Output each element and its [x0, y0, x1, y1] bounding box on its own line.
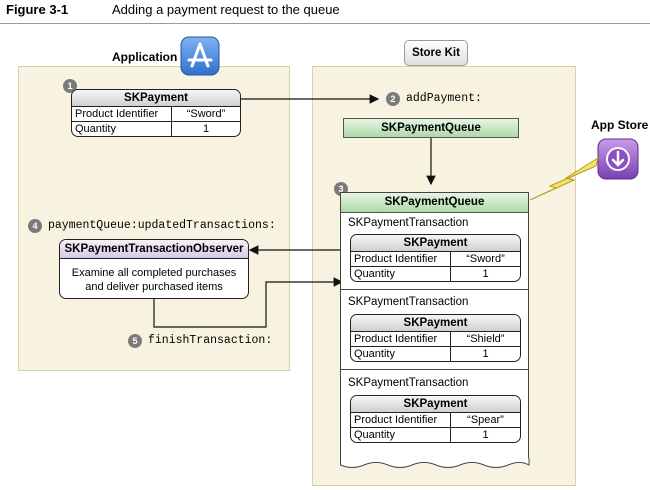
row-value: “Sword” — [186, 108, 226, 120]
figure-label: Figure 3-1 — [6, 2, 69, 17]
row-key: Product Identifier — [72, 107, 172, 121]
row-value: “Shield” — [466, 333, 505, 345]
skpayment-title: SKPayment — [72, 90, 240, 107]
row-value: “Sword” — [466, 253, 505, 265]
row-key: Quantity — [72, 122, 172, 136]
step-badge-5: 5 — [128, 334, 142, 348]
row-value: 1 — [482, 348, 489, 360]
quantity-row: Quantity 1 — [351, 267, 520, 281]
lightning-bolt — [529, 156, 599, 201]
skpaymentqueue-main: SKPaymentQueue SKPaymentTransaction SKPa… — [340, 192, 529, 464]
row-key: Quantity — [351, 267, 451, 281]
quantity-row: Quantity 1 — [351, 347, 520, 361]
skpaymentqueue-top: SKPaymentQueue — [343, 118, 519, 138]
appstore-label: App Store — [591, 118, 649, 132]
row-value: “Spear” — [467, 414, 504, 426]
row-key: Product Identifier — [351, 252, 451, 266]
arrow-finish-transaction — [153, 277, 344, 328]
transaction-skpayment-card: SKPayment Product Identifier “Shield” Qu… — [350, 314, 521, 362]
step-badge-4: 4 — [28, 219, 42, 233]
storekit-label: Store Kit — [404, 40, 468, 66]
transaction-divider — [341, 369, 528, 370]
skpayment-title: SKPayment — [351, 396, 520, 413]
add-payment-label: addPayment: — [406, 92, 482, 105]
row-key: Product Identifier — [351, 413, 451, 427]
transaction-divider — [341, 289, 528, 290]
observer-title: SKPaymentTransactionObserver — [60, 240, 248, 259]
transaction-skpayment-card: SKPayment Product Identifier “Spear” Qua… — [350, 395, 521, 443]
observer-description: Examine all completed purchases and deli… — [60, 259, 248, 294]
finish-transaction-label: finishTransaction: — [148, 334, 273, 347]
queue-torn-edge — [340, 458, 530, 468]
title-divider — [0, 23, 650, 24]
product-identifier-row: Product Identifier “Sword” — [72, 107, 240, 122]
row-value: 1 — [482, 429, 489, 441]
skpaymentqueue-main-header: SKPaymentQueue — [341, 193, 528, 213]
figure-title: Adding a payment request to the queue — [112, 2, 340, 17]
application-label: Application — [112, 50, 178, 64]
row-key: Quantity — [351, 428, 451, 442]
updated-transactions-label: paymentQueue:updatedTransactions: — [48, 219, 276, 232]
skpayment-title: SKPayment — [351, 235, 520, 252]
row-value: 1 — [202, 123, 210, 135]
quantity-row: Quantity 1 — [351, 428, 520, 442]
transaction-label: SKPaymentTransaction — [348, 296, 469, 308]
observer-line-1: Examine all completed purchases — [71, 267, 237, 279]
product-identifier-row: Product Identifier “Shield” — [351, 332, 520, 347]
product-identifier-row: Product Identifier “Sword” — [351, 252, 520, 267]
row-value: 1 — [482, 268, 489, 280]
skpayment-title: SKPayment — [351, 315, 520, 332]
row-key: Product Identifier — [351, 332, 451, 346]
step-badge-2: 2 — [386, 92, 400, 106]
app-store-a-icon — [180, 36, 220, 76]
row-key: Quantity — [351, 347, 451, 361]
download-arrow-icon — [597, 138, 639, 180]
product-identifier-row: Product Identifier “Spear” — [351, 413, 520, 428]
transaction-label: SKPaymentTransaction — [348, 217, 469, 229]
transaction-observer-card: SKPaymentTransactionObserver Examine all… — [59, 239, 249, 299]
observer-line-2: and deliver purchased items — [85, 281, 223, 293]
transaction-skpayment-card: SKPayment Product Identifier “Sword” Qua… — [350, 234, 521, 282]
transaction-label: SKPaymentTransaction — [348, 377, 469, 389]
app-skpayment-card: SKPayment Product Identifier “Sword” Qua… — [71, 89, 241, 137]
quantity-row: Quantity 1 — [72, 122, 240, 136]
